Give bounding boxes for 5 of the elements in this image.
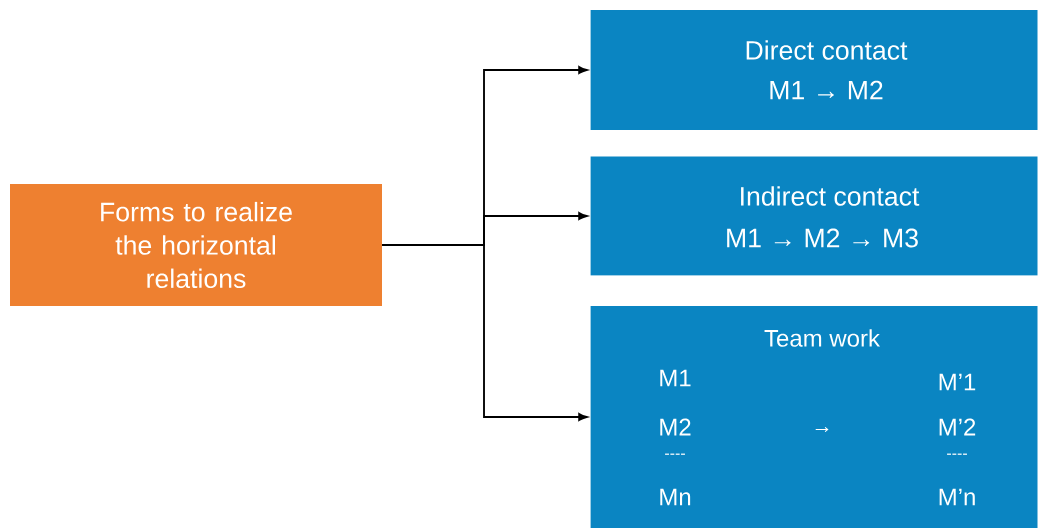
process-box: Direct contact M1 → M2: [590, 10, 1038, 130]
process-box: Forms to realize the horizontal relations: [10, 184, 382, 306]
process-box: Team work M1 M2 ---- Mn → M’1 M’2 ---- M’n: [590, 306, 1038, 528]
process-box: Indirect contact M1 → M2 → M3: [590, 156, 1038, 276]
arrow: [381, 244, 588, 421]
